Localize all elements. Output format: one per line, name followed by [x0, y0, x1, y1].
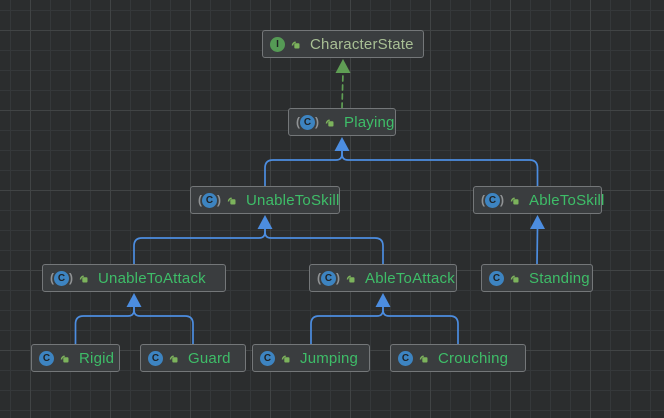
- abstract-paren-close: ): [217, 192, 221, 207]
- class-node-UnableToSkill[interactable]: (C) UnableToSkill: [190, 186, 340, 214]
- key-icon: [510, 275, 519, 282]
- key-icon: [510, 197, 519, 204]
- node-label: Crouching: [438, 349, 509, 367]
- class-node-CharacterState[interactable]: I CharacterState: [262, 30, 424, 58]
- key-icon: [60, 355, 69, 362]
- class-icon-letter: C: [54, 270, 69, 286]
- class-node-Crouching[interactable]: C Crouching: [390, 344, 526, 372]
- class-node-Jumping[interactable]: C Jumping: [252, 344, 370, 372]
- edge-line: [133, 305, 194, 345]
- class-icon: C: [398, 350, 413, 366]
- node-label: CharacterState: [310, 35, 414, 53]
- class-icon-letter: C: [260, 350, 275, 366]
- interface-icon: I: [270, 36, 285, 52]
- class-node-AbleToSkill[interactable]: (C) AbleToSkill: [473, 186, 605, 214]
- class-icon-letter: C: [148, 350, 163, 366]
- edge-line: [264, 227, 384, 265]
- key-icon: [346, 275, 355, 282]
- key-icon: [419, 355, 428, 362]
- node-label: UnableToAttack: [98, 269, 206, 287]
- abstract-class-icon: (C): [481, 192, 504, 208]
- edge-line: [264, 149, 343, 187]
- edge-generalization-to-UnableToSkill: [133, 215, 384, 265]
- node-label: Playing: [344, 113, 395, 131]
- edge-line: [382, 305, 459, 345]
- node-label: UnableToSkill: [246, 191, 340, 209]
- edge-line: [341, 71, 344, 109]
- class-icon-letter: C: [321, 270, 336, 286]
- key-icon: [169, 355, 178, 362]
- class-node-Guard[interactable]: C Guard: [140, 344, 246, 372]
- class-icon-letter: C: [39, 350, 54, 366]
- class-icon: C: [489, 270, 504, 286]
- class-icon: C: [260, 350, 275, 366]
- edge-line: [133, 227, 266, 265]
- abstract-paren-close: ): [315, 114, 319, 129]
- node-label: Standing: [529, 269, 590, 287]
- key-icon: [325, 119, 334, 126]
- node-label: AbleToSkill: [529, 191, 605, 209]
- edge-line: [341, 149, 539, 187]
- key-icon: [291, 41, 300, 48]
- class-icon-letter: C: [398, 350, 413, 366]
- abstract-paren-open: (: [317, 270, 321, 285]
- class-icon-letter: C: [300, 114, 315, 130]
- edge-generalization-to-UnableToAttack: [74, 293, 194, 345]
- abstract-paren-open: (: [296, 114, 300, 129]
- interface-icon-letter: I: [270, 36, 285, 52]
- abstract-class-icon: (C): [198, 192, 221, 208]
- edge-line: [310, 305, 384, 345]
- generalization-arrowhead: [126, 293, 142, 307]
- edge-generalization-to-AbleToSkill: [530, 215, 545, 265]
- abstract-paren-close: ): [500, 192, 504, 207]
- edge-line: [74, 305, 135, 345]
- edge-generalization-to-Playing: [264, 137, 539, 187]
- abstract-class-icon: (C): [296, 114, 319, 130]
- class-node-Rigid[interactable]: C Rigid: [31, 344, 120, 372]
- edge-realization-to-CharacterState: [335, 59, 351, 109]
- edge-generalization-to-AbleToAttack: [310, 293, 459, 345]
- node-label: Rigid: [79, 349, 115, 367]
- node-label: Guard: [188, 349, 231, 367]
- key-icon: [227, 197, 236, 204]
- generalization-arrowhead: [530, 215, 545, 229]
- generalization-arrowhead: [375, 293, 391, 307]
- class-node-Playing[interactable]: (C) Playing: [288, 108, 396, 136]
- generalization-arrowhead: [334, 137, 350, 151]
- class-icon-letter: C: [202, 192, 217, 208]
- class-node-UnableToAttack[interactable]: (C) UnableToAttack: [42, 264, 226, 292]
- class-icon-letter: C: [489, 270, 504, 286]
- edge-line: [536, 227, 539, 265]
- abstract-paren-close: ): [69, 270, 73, 285]
- class-icon-letter: C: [485, 192, 500, 208]
- class-node-Standing[interactable]: C Standing: [481, 264, 593, 292]
- generalization-arrowhead: [257, 215, 273, 229]
- abstract-class-icon: (C): [50, 270, 73, 286]
- key-icon: [281, 355, 290, 362]
- class-node-AbleToAttack[interactable]: (C) AbleToAttack: [309, 264, 457, 292]
- node-label: AbleToAttack: [365, 269, 455, 287]
- abstract-paren-open: (: [481, 192, 485, 207]
- key-icon: [79, 275, 88, 282]
- node-label: Jumping: [300, 349, 359, 367]
- abstract-paren-close: ): [336, 270, 340, 285]
- abstract-paren-open: (: [50, 270, 54, 285]
- class-icon: C: [39, 350, 54, 366]
- abstract-class-icon: (C): [317, 270, 340, 286]
- abstract-paren-open: (: [198, 192, 202, 207]
- class-icon: C: [148, 350, 163, 366]
- realization-arrowhead: [335, 59, 351, 73]
